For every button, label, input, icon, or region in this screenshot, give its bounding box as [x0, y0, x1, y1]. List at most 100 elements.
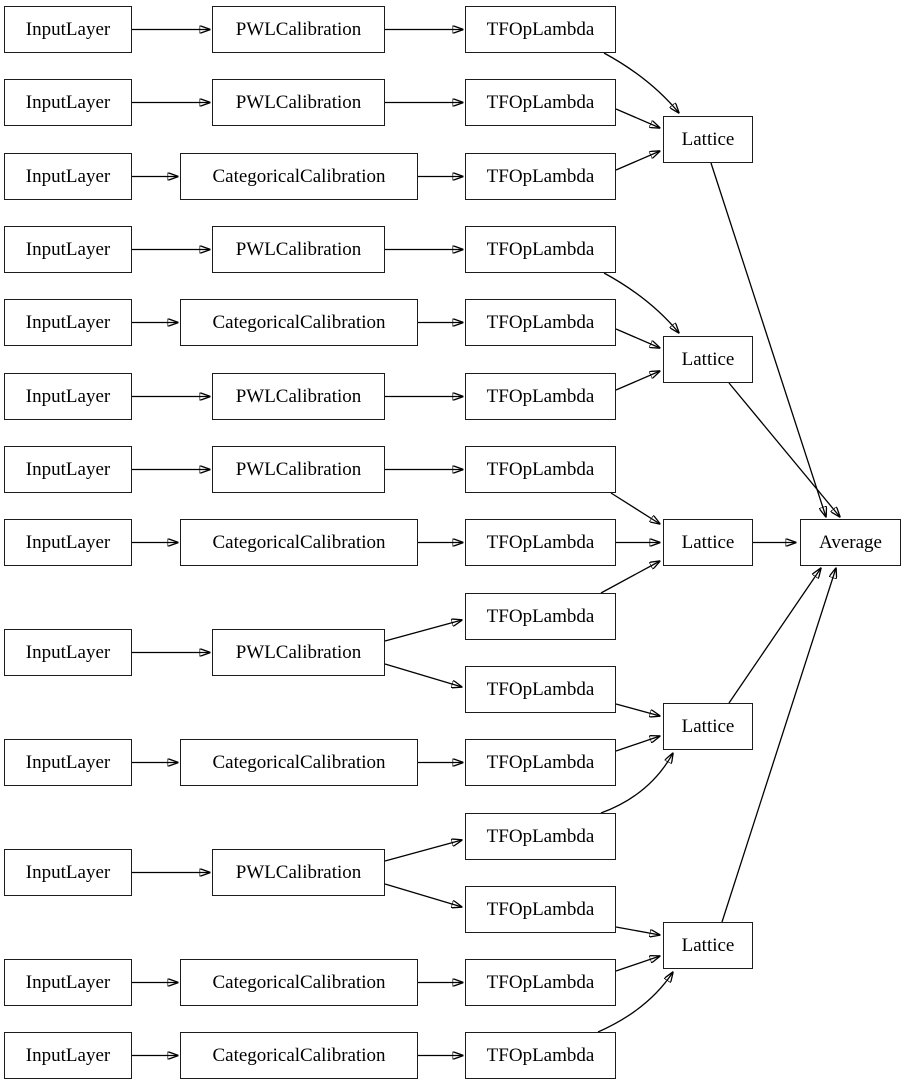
node-label: TFOpLambda [486, 92, 595, 113]
node-tfop-3: TFOpLambda [465, 153, 616, 200]
node-input-5: InputLayer [4, 299, 132, 346]
edge-pwl-6-to-tfop-10 [384, 663, 462, 687]
node-input-4: InputLayer [4, 226, 132, 273]
node-input-7: InputLayer [4, 446, 132, 493]
node-input-1: InputLayer [4, 6, 132, 53]
node-label: InputLayer [25, 386, 111, 407]
node-label: TFOpLambda [486, 972, 595, 993]
edge-tfop-4-to-lattice-2 [603, 272, 679, 333]
node-label: CategoricalCalibration [212, 1045, 386, 1066]
edge-lattice-2-to-average [728, 382, 840, 517]
node-input-11: InputLayer [4, 849, 132, 896]
edge-tfop-14-to-lattice-5 [615, 956, 660, 972]
node-label: Lattice [681, 716, 735, 737]
node-label: TFOpLambda [486, 459, 595, 480]
node-tfop-4: TFOpLambda [465, 226, 616, 273]
node-input-10: InputLayer [4, 739, 132, 786]
edge-lattice-1-to-average [710, 162, 826, 517]
edge-tfop-15-to-lattice-5 [597, 972, 673, 1033]
node-label: TFOpLambda [486, 19, 595, 40]
node-label: PWLCalibration [235, 239, 362, 260]
node-label: TFOpLambda [486, 166, 595, 187]
node-tfop-11: TFOpLambda [465, 739, 616, 786]
node-label: InputLayer [25, 239, 111, 260]
node-input-9: InputLayer [4, 629, 132, 676]
node-pwl-2: PWLCalibration [212, 79, 385, 126]
node-label: CategoricalCalibration [212, 312, 386, 333]
node-label: CategoricalCalibration [212, 972, 386, 993]
node-tfop-9: TFOpLambda [465, 593, 616, 640]
edge-pwl-7-to-tfop-12 [384, 840, 462, 862]
edge-tfop-5-to-lattice-2 [615, 328, 660, 348]
edge-group [132, 30, 840, 1056]
node-label: PWLCalibration [235, 862, 362, 883]
edge-tfop-2-to-lattice-1 [615, 108, 660, 128]
node-label: TFOpLambda [486, 239, 595, 260]
node-catcal-6: CategoricalCalibration [180, 1032, 418, 1079]
node-tfop-15: TFOpLambda [465, 1032, 616, 1079]
node-label: InputLayer [25, 312, 111, 333]
node-input-8: InputLayer [4, 519, 132, 566]
node-label: TFOpLambda [486, 752, 595, 773]
node-label: TFOpLambda [486, 1045, 595, 1066]
node-label: TFOpLambda [486, 679, 595, 700]
node-label: CategoricalCalibration [212, 532, 386, 553]
node-label: InputLayer [25, 459, 111, 480]
node-catcal-5: CategoricalCalibration [180, 959, 418, 1006]
edge-tfop-9-to-lattice-3 [600, 561, 660, 594]
node-label: CategoricalCalibration [212, 166, 386, 187]
node-tfop-2: TFOpLambda [465, 79, 616, 126]
node-label: PWLCalibration [235, 19, 362, 40]
node-label: TFOpLambda [486, 899, 595, 920]
node-pwl-4: PWLCalibration [212, 373, 385, 420]
node-tfop-5: TFOpLambda [465, 299, 616, 346]
node-catcal-2: CategoricalCalibration [180, 299, 418, 346]
node-label: InputLayer [25, 752, 111, 773]
node-label: InputLayer [25, 642, 111, 663]
node-label: Average [819, 532, 882, 553]
node-label: InputLayer [25, 532, 111, 553]
node-label: InputLayer [25, 166, 111, 187]
node-label: InputLayer [25, 972, 111, 993]
node-pwl-5: PWLCalibration [212, 446, 385, 493]
node-catcal-3: CategoricalCalibration [180, 519, 418, 566]
node-label: Lattice [681, 935, 735, 956]
node-label: Lattice [681, 349, 735, 370]
node-input-6: InputLayer [4, 373, 132, 420]
node-tfop-1: TFOpLambda [465, 6, 616, 53]
node-pwl-3: PWLCalibration [212, 226, 385, 273]
edge-tfop-6-to-lattice-2 [615, 371, 660, 391]
edge-pwl-7-to-tfop-13 [384, 883, 462, 907]
edge-tfop-1-to-lattice-1 [603, 52, 679, 113]
edge-tfop-7-to-lattice-3 [610, 492, 660, 524]
edge-tfop-12-to-lattice-4 [600, 753, 673, 814]
node-input-13: InputLayer [4, 1032, 132, 1079]
node-label: TFOpLambda [486, 606, 595, 627]
node-label: TFOpLambda [486, 532, 595, 553]
node-label: PWLCalibration [235, 386, 362, 407]
node-tfop-14: TFOpLambda [465, 959, 616, 1006]
node-catcal-4: CategoricalCalibration [180, 739, 418, 786]
edge-pwl-6-to-tfop-9 [384, 620, 462, 642]
node-average: Average [800, 519, 901, 566]
node-catcal-1: CategoricalCalibration [180, 153, 418, 200]
node-label: InputLayer [25, 19, 111, 40]
edge-tfop-11-to-lattice-4 [615, 736, 660, 752]
node-input-3: InputLayer [4, 153, 132, 200]
node-label: PWLCalibration [235, 459, 362, 480]
node-label: Lattice [681, 532, 735, 553]
node-lattice-2: Lattice [663, 336, 753, 383]
node-label: InputLayer [25, 862, 111, 883]
node-lattice-5: Lattice [663, 922, 753, 969]
node-label: PWLCalibration [235, 642, 362, 663]
node-tfop-8: TFOpLambda [465, 519, 616, 566]
node-lattice-3: Lattice [663, 519, 753, 566]
edge-tfop-13-to-lattice-5 [615, 926, 660, 935]
node-label: PWLCalibration [235, 92, 362, 113]
edge-lattice-5-to-average [721, 568, 836, 923]
node-tfop-7: TFOpLambda [465, 446, 616, 493]
node-label: Lattice [681, 129, 735, 150]
node-tfop-6: TFOpLambda [465, 373, 616, 420]
